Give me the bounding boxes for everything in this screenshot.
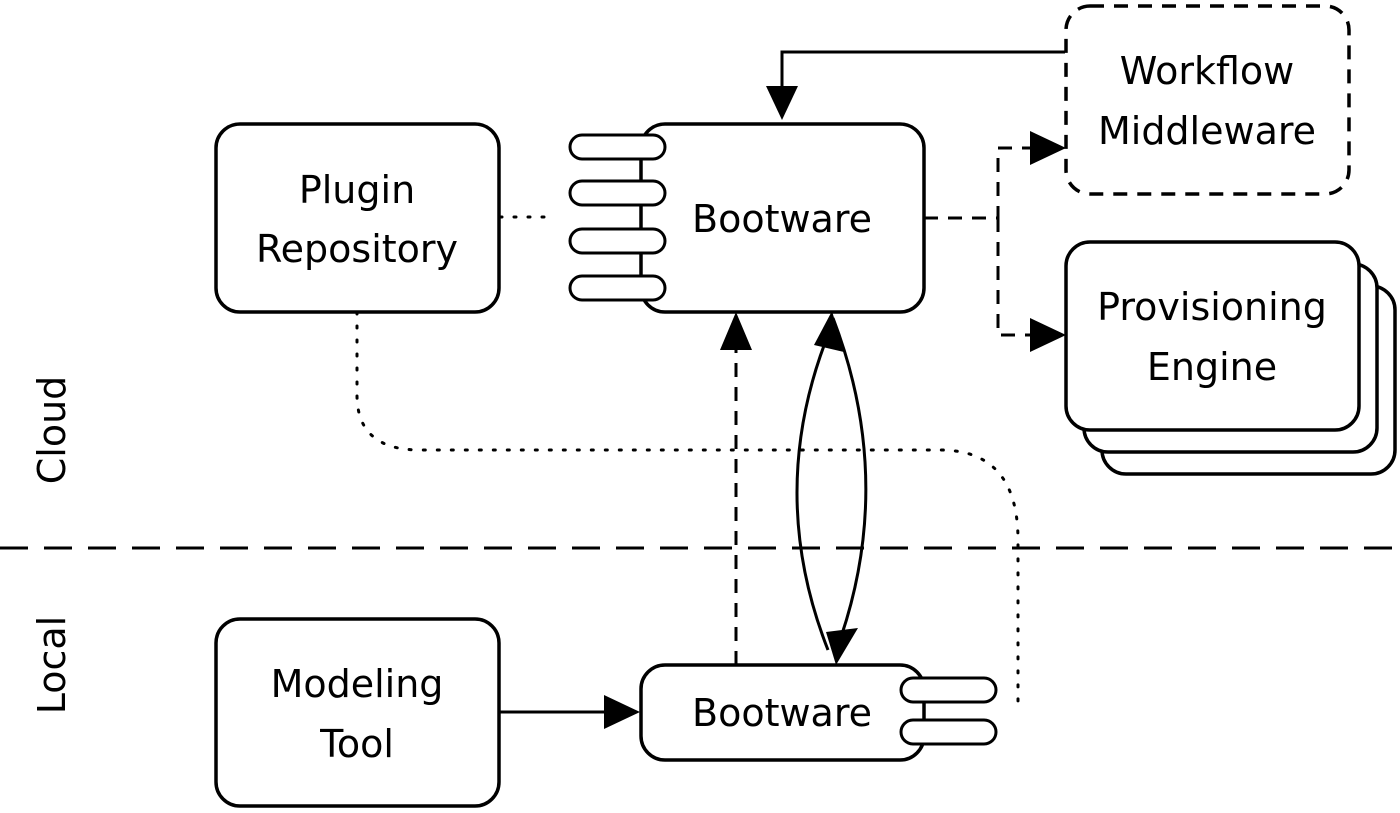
node-label: Provisioning [1097, 285, 1327, 329]
arrowhead-up-icon [720, 312, 752, 350]
plugin-slot [568, 179, 667, 207]
arrowhead-right-icon [1030, 318, 1066, 352]
arrowhead-right-icon [1030, 131, 1066, 165]
edge-repository-to-local-bootware-dotted [355, 310, 1020, 714]
plugin-slot [899, 718, 998, 746]
node-label: Tool [319, 722, 394, 766]
node-label: Bootware [692, 197, 872, 241]
plugin-slot [568, 227, 667, 255]
arrowhead-down-icon [826, 628, 858, 665]
plugin-slot [568, 274, 667, 302]
edge-middleware-to-bootware [780, 50, 1065, 88]
node-label: Engine [1147, 345, 1277, 389]
node-modeling-tool: Modeling Tool [214, 617, 501, 808]
node-bootware-cloud: Bootware [568, 122, 926, 314]
node-label: Bootware [692, 691, 872, 735]
node-label: Repository [256, 227, 458, 271]
node-label: Plugin [299, 168, 415, 212]
plugin-slot [899, 676, 998, 704]
node-label: Modeling [271, 662, 444, 706]
plugin-slot [568, 133, 667, 161]
node-plugin-repository: Plugin Repository [214, 122, 501, 314]
arrowhead-down-icon [766, 86, 798, 120]
arrowhead-right-icon [604, 695, 640, 729]
edge-bootware-to-provisioning-branch [996, 218, 1030, 337]
edge-bootware-bidirectional-right [831, 317, 868, 641]
node-provisioning-engine: Provisioning Engine [1064, 240, 1397, 476]
edge-bootware-bidirectional-left [795, 329, 832, 651]
edge-bootware-to-provisioning [924, 146, 1030, 220]
node-bootware-local: Bootware [639, 663, 998, 762]
node-label: Middleware [1098, 109, 1316, 153]
zone-label-local: Local [30, 616, 74, 715]
arrowhead-up-icon [814, 311, 844, 352]
node-label: Workflow [1120, 49, 1295, 93]
zone-label-cloud: Cloud [30, 376, 74, 485]
node-workflow-middleware: Workflow Middleware [1064, 4, 1351, 196]
